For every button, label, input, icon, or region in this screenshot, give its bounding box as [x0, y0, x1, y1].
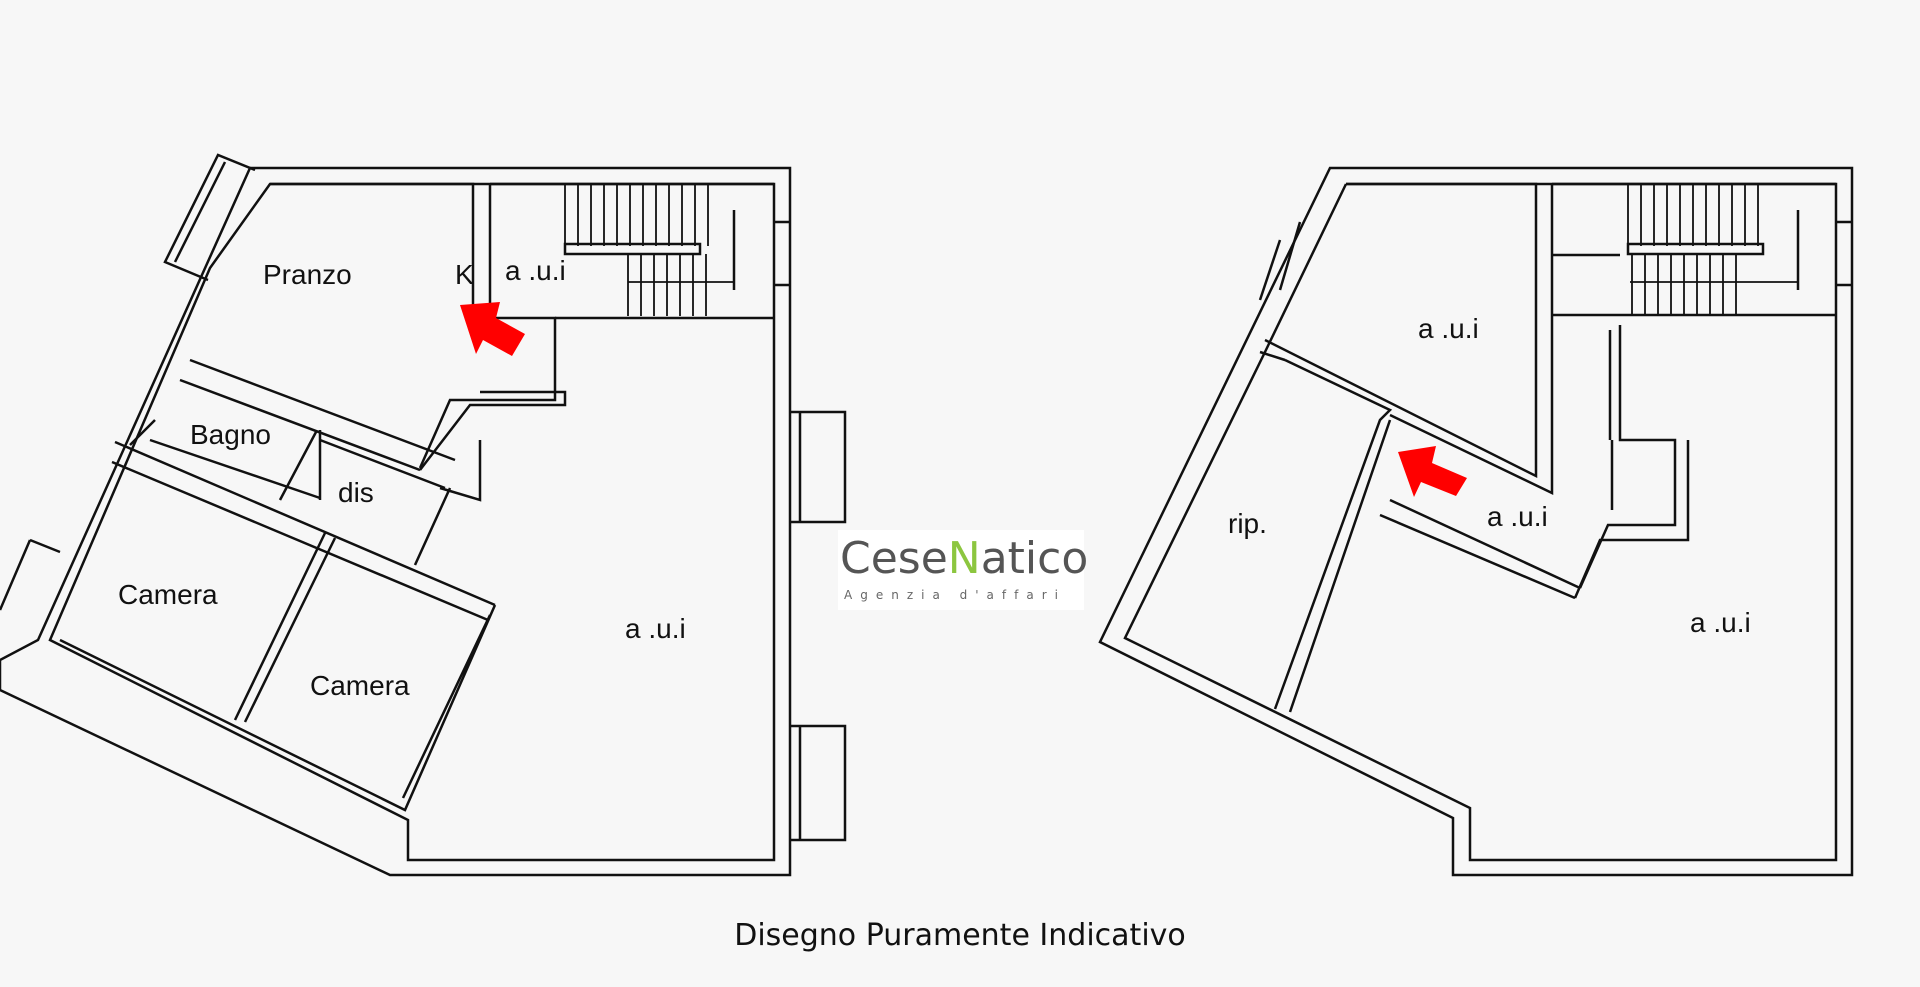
right-wall-top-room	[1264, 182, 1538, 479]
right-label-aui-top: a .u.i	[1418, 313, 1479, 344]
right-wall-rip	[1259, 350, 1393, 713]
right-red-arrow	[1398, 446, 1467, 497]
right-label-aui-middle: a .u.i	[1487, 501, 1548, 532]
left-floor-plan	[0, 153, 847, 877]
left-staircase	[563, 184, 734, 316]
left-wall-corridor	[179, 358, 567, 472]
right-wall-corridor-b	[1573, 330, 1690, 599]
left-balcony-bottom	[0, 538, 61, 611]
left-outer-wall-inner	[48, 182, 776, 862]
logo-text-before: Cese	[840, 533, 948, 584]
left-outer-wall	[0, 166, 792, 877]
left-wall-camera-top	[111, 440, 496, 622]
logo-text-accent: N	[947, 533, 981, 584]
left-wall-bagno	[129, 419, 322, 501]
left-wall-dis	[319, 438, 482, 566]
right-wall-corridor	[1379, 325, 1677, 600]
logo-text-after: atico	[980, 533, 1089, 584]
logo-wordmark: CeseNatico	[840, 534, 1088, 584]
left-label-k: K	[455, 259, 474, 290]
left-red-arrow	[460, 302, 525, 356]
right-staircase	[1626, 184, 1798, 316]
right-wall-top-room-b	[1389, 184, 1554, 495]
logo-tagline: Agenzia d'affari	[844, 588, 1066, 602]
left-wall-camera-divider	[233, 532, 337, 723]
right-label-rip: rip.	[1228, 508, 1267, 539]
left-wall-pranzo-b	[418, 184, 557, 469]
left-wall-camera-right	[59, 604, 497, 812]
right-stair-walls	[1552, 182, 1836, 317]
cesenatico-logo: CeseNatico Agenzia d'affari	[838, 530, 1088, 610]
drawing-caption: Disegno Puramente Indicativo	[734, 918, 1186, 953]
left-balcony-top-inner	[173, 161, 227, 263]
right-outer-wall-inner	[1123, 182, 1838, 862]
left-windows	[774, 220, 847, 842]
left-wall-pranzo	[270, 182, 475, 318]
left-label-pranzo: Pranzo	[263, 259, 352, 290]
left-label-bagno: Bagno	[190, 419, 271, 450]
right-floor-plan	[1098, 166, 1854, 877]
left-balcony-top	[163, 153, 256, 282]
left-label-camera-1: Camera	[118, 579, 218, 610]
right-outer-wall	[1098, 166, 1854, 877]
left-label-aui-small: a .u.i	[505, 255, 566, 286]
right-windows	[1258, 220, 1852, 301]
right-label-aui-large: a .u.i	[1690, 607, 1751, 638]
left-label-camera-2: Camera	[310, 670, 410, 701]
left-label-dis: dis	[338, 477, 374, 508]
left-label-aui-large: a .u.i	[625, 613, 686, 644]
left-stair-walls	[490, 182, 774, 320]
